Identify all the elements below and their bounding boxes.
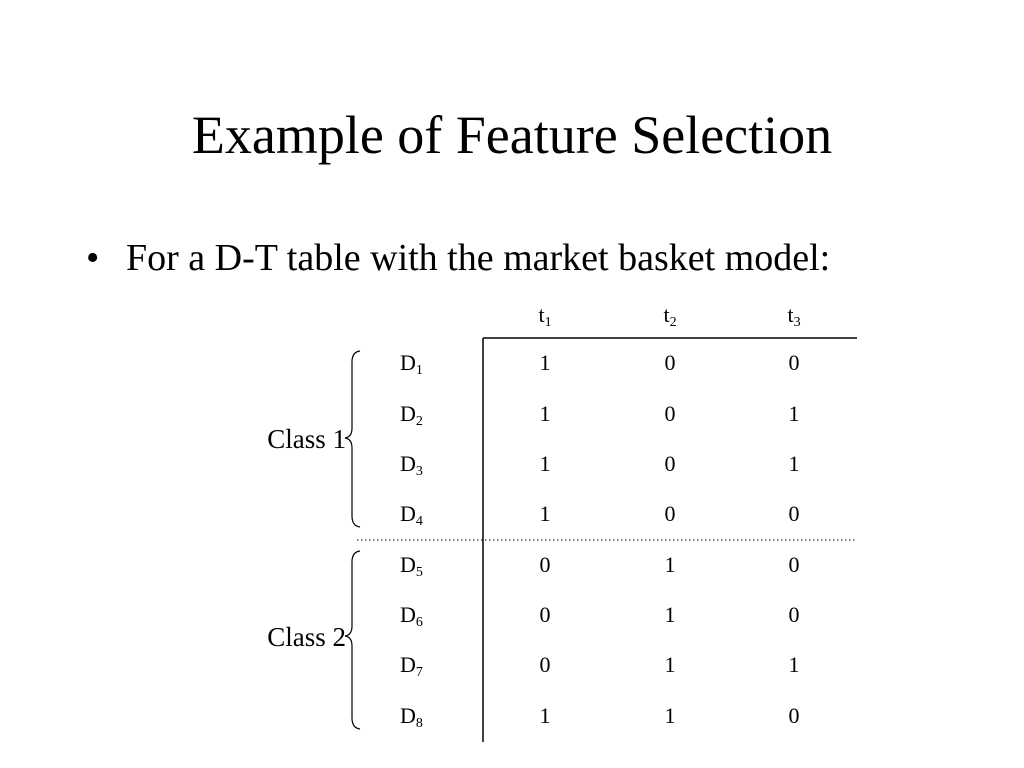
class-1-brace (344, 350, 361, 528)
table-cell: 1 (539, 451, 551, 476)
row-label-d4: D4 (400, 501, 423, 529)
table-cell: 0 (539, 552, 551, 577)
row-label-d3: D3 (400, 451, 423, 479)
table-cell: 0 (539, 652, 551, 677)
column-header-t3: t3 (787, 302, 801, 330)
class-1-label: Class 1 (267, 424, 346, 454)
table-cell: 1 (788, 451, 800, 476)
class-2-brace (344, 550, 361, 730)
table-cell: 0 (788, 350, 800, 375)
table-cell: 0 (788, 552, 800, 577)
table-cell: 0 (664, 350, 676, 375)
table-cell: 1 (664, 602, 676, 627)
table-cell: 0 (539, 602, 551, 627)
class-2-label: Class 2 (267, 622, 346, 652)
row-label-d5: D5 (400, 552, 423, 580)
table-cell: 1 (788, 401, 800, 426)
column-header-t2: t2 (663, 302, 677, 330)
row-label-d7: D7 (400, 652, 423, 680)
table-cell: 1 (664, 703, 676, 728)
row-label-d2: D2 (400, 401, 423, 429)
bullet-dot: • (86, 237, 100, 279)
table-cell: 1 (664, 652, 676, 677)
row-label-d8: D8 (400, 703, 423, 731)
table-cell: 0 (788, 501, 800, 526)
table-cell: 0 (664, 401, 676, 426)
table-cell: 0 (788, 703, 800, 728)
bullet-text: For a D-T table with the market basket m… (126, 237, 831, 279)
table-cell: 1 (539, 350, 551, 375)
table-cell: 1 (539, 401, 551, 426)
table-cell: 0 (788, 602, 800, 627)
table-cell: 1 (788, 652, 800, 677)
table-cell: 1 (539, 703, 551, 728)
table-cell: 0 (664, 451, 676, 476)
row-label-d6: D6 (400, 602, 423, 630)
slide-title: Example of Feature Selection (191, 105, 833, 165)
table-cell: 0 (664, 501, 676, 526)
table-cell: 1 (664, 552, 676, 577)
column-header-t1: t1 (538, 302, 552, 330)
row-label-d1: D1 (400, 350, 423, 378)
table-cell: 1 (539, 501, 551, 526)
